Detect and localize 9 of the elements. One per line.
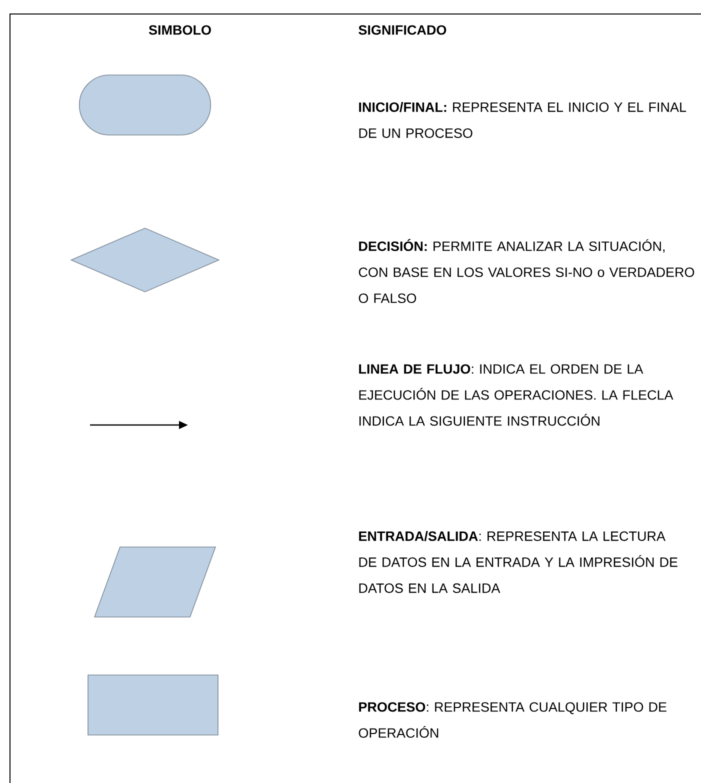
description-text: DECISIÓN: PERMITE ANALIZAR LA SITUACIÓN, CON BASE EN LOS VALORES SI-NO o VERDADERO O FALSO xyxy=(358,238,694,304)
description-text: LINEA DE FLUJO: INDICA EL ORDEN DE LA EJECUCIÓN DE LAS OPERACIONES. LA FLECLA INDICA LA SIGUIENTE INSTRUCCIÓN xyxy=(359,364,674,426)
process-box xyxy=(88,674,218,736)
column-header: SIMBOLO xyxy=(148,25,211,35)
column-header: SIGNIFICADO xyxy=(358,25,446,35)
terminal-symbol xyxy=(78,74,212,136)
description-text: ENTRADA/SALIDA: REPRESENTA LA LECTURA DE DATOS EN LA ENTRADA Y LA IMPRESIÓN DE DATOS EN LA SALIDA xyxy=(359,531,678,593)
description-text: INICIO/FINAL: REPRESENTA EL INICIO Y EL FINAL DE UN PROCESO xyxy=(359,102,686,138)
description-text: PROCESO: REPRESENTA CUALQUIER TIPO DE OPERACIÓN xyxy=(358,702,666,738)
